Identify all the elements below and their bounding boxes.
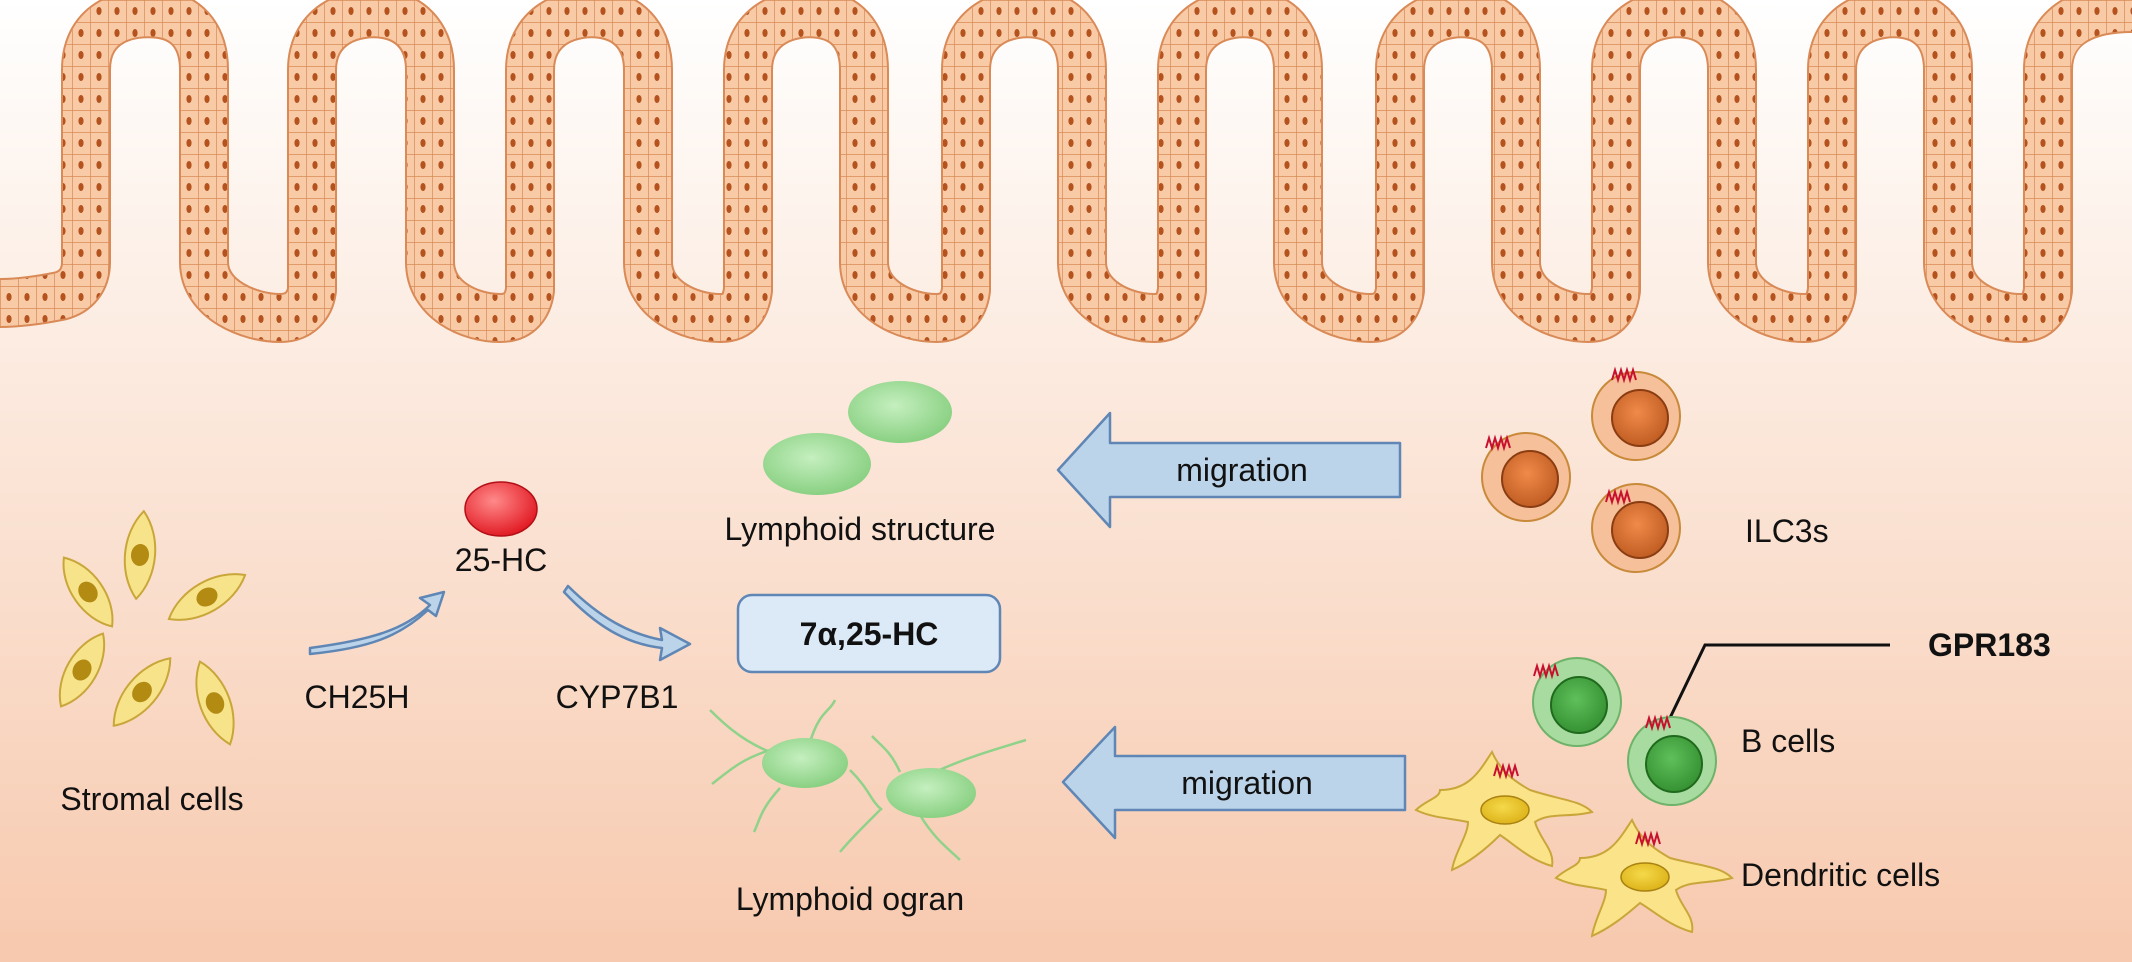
receptor-icon xyxy=(1605,488,1631,506)
ilc3-cells: ILC3s xyxy=(1481,366,1829,573)
migration-top-label: migration xyxy=(1176,452,1308,488)
stromal-cell xyxy=(195,660,235,746)
b-cells-label: B cells xyxy=(1741,723,1835,759)
receptor-icon xyxy=(1645,714,1671,732)
ilc3-cell xyxy=(1591,366,1681,461)
migration-arrow-bottom: migration xyxy=(1061,725,1407,840)
cyp7b1-label: CYP7B1 xyxy=(556,679,679,715)
stromal-cell xyxy=(112,657,172,727)
stromal-cell xyxy=(62,556,114,628)
dendritic-cell xyxy=(1414,749,1594,872)
migration-bottom-label: migration xyxy=(1181,765,1313,801)
stromal-cell xyxy=(167,573,247,621)
intestinal-epithelium xyxy=(0,0,2132,343)
receptor-icon xyxy=(1493,762,1519,780)
gpr183-callout: GPR183 xyxy=(1666,627,2051,723)
stromal-cells-group: Stromal cells xyxy=(58,509,247,817)
stromal-cells-label: Stromal cells xyxy=(60,781,243,817)
b-cells: B cells xyxy=(1532,657,1835,806)
hc7a25-box: 7α,25-HC xyxy=(736,593,1002,674)
b-cell xyxy=(1532,657,1622,747)
ch25h-arrow: CH25H xyxy=(305,590,446,715)
lymphoid-structure-label: Lymphoid structure xyxy=(725,511,996,547)
hc25-label: 25-HC xyxy=(455,542,547,578)
lymphoid-organ: Lymphoid ogran xyxy=(709,699,1027,917)
gpr183-label: GPR183 xyxy=(1928,627,2051,663)
dendritic-cell xyxy=(1554,817,1734,938)
ilc3s-label: ILC3s xyxy=(1745,513,1829,549)
hc7a25-label: 7α,25-HC xyxy=(800,616,939,652)
migration-arrow-top: migration xyxy=(1056,411,1402,529)
dendritic-cells-label: Dendritic cells xyxy=(1741,857,1940,893)
hc25-molecule: 25-HC xyxy=(455,481,547,578)
lymphoid-organ-label: Lymphoid ogran xyxy=(736,881,964,917)
receptor-icon xyxy=(1611,366,1637,384)
stromal-cell xyxy=(58,632,106,708)
stromal-cell xyxy=(123,509,157,601)
cyp7b1-arrow: CYP7B1 xyxy=(556,584,692,715)
ilc3-cell xyxy=(1481,432,1571,522)
lymphoid-structure: Lymphoid structure xyxy=(725,381,996,547)
receptor-icon xyxy=(1485,434,1511,452)
dendritic-cells: Dendritic cells xyxy=(1414,749,1940,938)
receptor-icon xyxy=(1635,830,1661,848)
ch25h-label: CH25H xyxy=(305,679,410,715)
ilc3-cell xyxy=(1591,483,1681,573)
b-cell xyxy=(1627,714,1717,806)
receptor-icon xyxy=(1533,662,1559,680)
